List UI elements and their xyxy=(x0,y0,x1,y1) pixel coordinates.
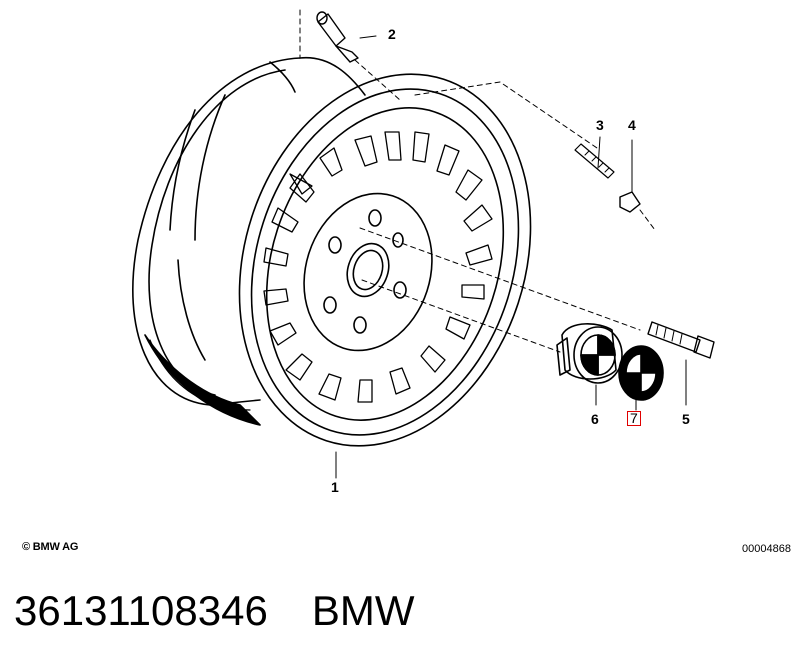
assembly-leader-lines xyxy=(299,9,656,353)
copyright-notice: © BMW AG xyxy=(22,541,79,553)
wheel-spokes xyxy=(263,131,493,403)
part-number: 36131108346 xyxy=(14,587,268,634)
rim-barrel xyxy=(132,56,366,426)
wheel-exploded-diagram xyxy=(132,9,715,479)
callout-hub-cap: 6 xyxy=(591,411,599,427)
callout-valve-stem: 2 xyxy=(388,26,396,42)
diagram-id: 00004868 xyxy=(742,543,791,555)
callout-wheel-bolt: 5 xyxy=(682,411,690,427)
callout-emblem-highlighted[interactable]: 7 xyxy=(627,411,641,426)
emblem xyxy=(618,345,664,411)
wheel-bolt xyxy=(647,321,715,406)
wheel-hub xyxy=(303,192,433,352)
hub-cap xyxy=(556,323,623,406)
valve-core xyxy=(574,136,615,179)
callout-valve-core: 3 xyxy=(596,117,604,133)
rim-flange xyxy=(238,73,532,447)
part-info: 36131108346 BMW xyxy=(14,586,414,636)
callout-valve-cap: 4 xyxy=(628,117,636,133)
callout-wheel: 1 xyxy=(331,479,339,495)
brand-name: BMW xyxy=(311,587,415,634)
valve-cap xyxy=(619,139,641,213)
valve-stem xyxy=(316,11,377,63)
